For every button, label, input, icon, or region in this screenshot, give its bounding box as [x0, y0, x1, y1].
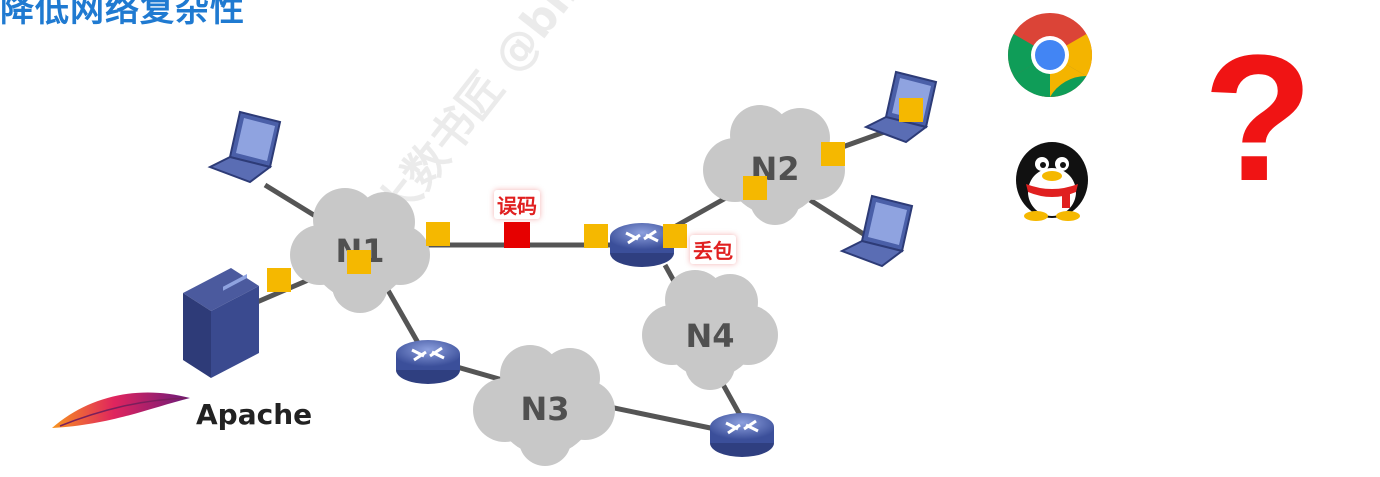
cloud-n1 [290, 188, 430, 313]
marker [347, 250, 371, 274]
server-icon [183, 268, 259, 378]
laptop-icon [207, 110, 282, 184]
question-mark: ? [1203, 18, 1313, 219]
marker [899, 98, 923, 122]
marker [267, 268, 291, 292]
link-n2-laptop3 [808, 197, 867, 238]
error-marker [504, 222, 530, 248]
cloud-n3 [473, 345, 615, 466]
cloud-label-n4: N4 [685, 317, 734, 355]
router-icon [610, 223, 674, 267]
apache-feather-icon [52, 392, 190, 428]
chrome-icon [1007, 13, 1093, 98]
apache-label: Apache [196, 398, 313, 431]
markers [267, 98, 923, 292]
router-icon [396, 340, 460, 384]
qq-penguin-icon [1016, 142, 1088, 221]
cloud-n4 [642, 270, 778, 390]
marker [426, 222, 450, 246]
laptop-icon [839, 194, 914, 268]
marker [821, 142, 845, 166]
marker [663, 224, 687, 248]
marker [584, 224, 608, 248]
cloud-label-n3: N3 [520, 390, 569, 428]
page-title: 降低网络复杂性 [0, 0, 245, 30]
link-n3-router3 [599, 402, 721, 433]
router-icon [710, 413, 774, 457]
bit-error-label: 误码 [494, 190, 540, 219]
marker [743, 176, 767, 200]
packet-loss-label: 丢包 [690, 235, 736, 264]
